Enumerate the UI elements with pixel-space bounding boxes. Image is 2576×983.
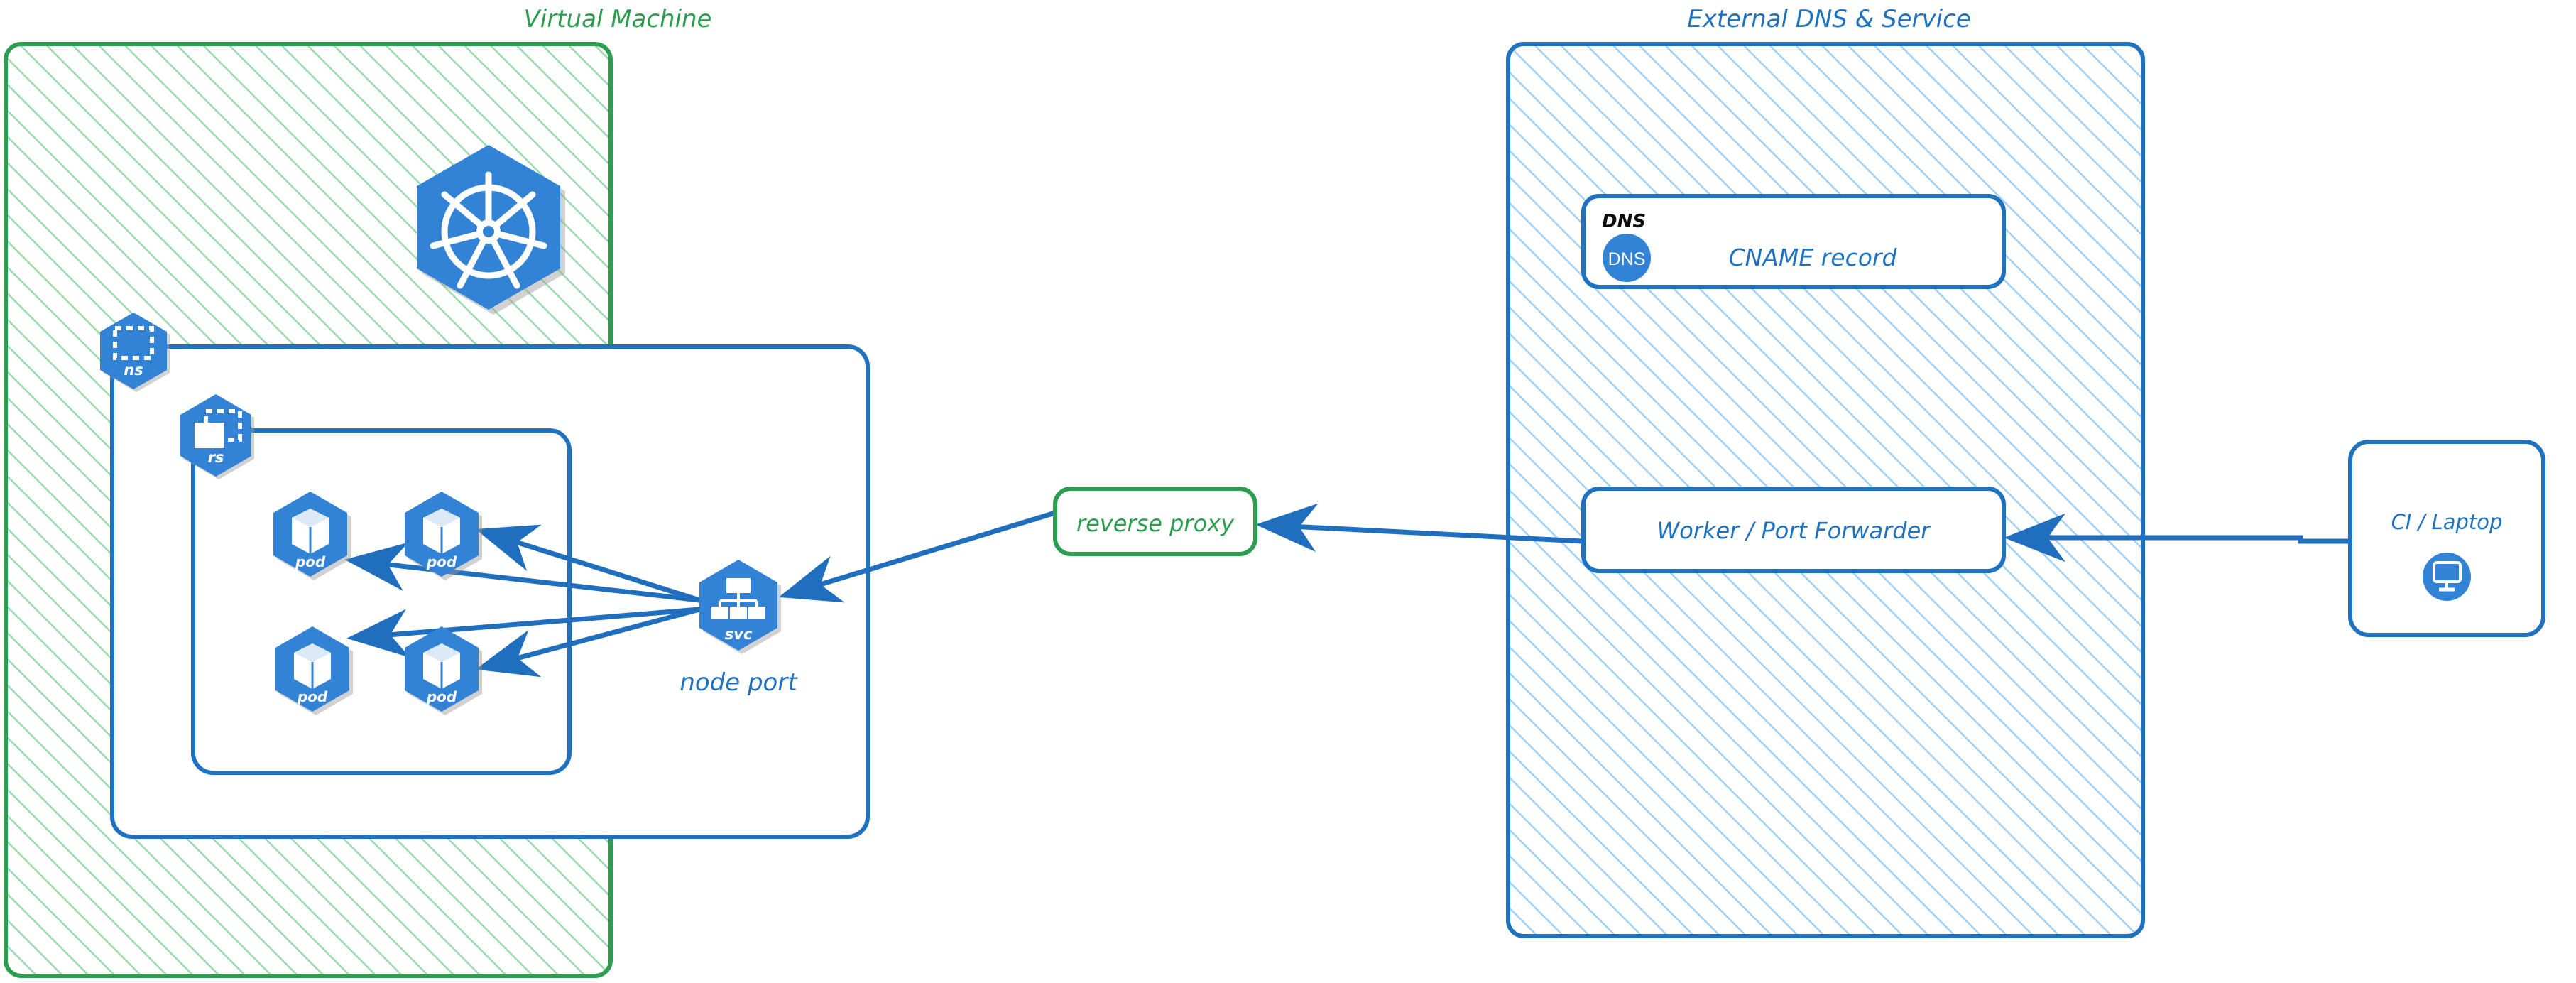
group-title-virtual-machine: Virtual Machine: [524, 5, 712, 33]
group-external-dns-service: External DNS & Service: [1506, 5, 2145, 938]
ci-laptop-label: CI / Laptop: [2391, 510, 2503, 534]
replicaset-icon: rs: [180, 394, 254, 479]
dns-icon-label: DNS: [1608, 249, 1646, 269]
dns-corner-label: DNS: [1602, 211, 1646, 232]
kubernetes-wheel-icon: [417, 145, 565, 315]
pod-cube-icon: [423, 509, 460, 554]
replicaset-container: [191, 428, 572, 775]
ci-laptop-box-shape[interactable]: [2348, 440, 2545, 637]
pod-label-3: pod: [297, 688, 328, 705]
service-badge-label: svc: [725, 626, 753, 643]
group-title-external-dns-service: External DNS & Service: [1687, 5, 1970, 33]
worker-port-forwarder-box[interactable]: Worker / Port Forwarder: [1581, 487, 2006, 573]
pod-label-4: pod: [426, 688, 457, 705]
arrow-svc-to-pod-3: [346, 607, 700, 658]
service-node: svc: [699, 560, 781, 654]
worker-port-forwarder-label: Worker / Port Forwarder: [1657, 517, 1932, 544]
arrow-ci-laptop-to-worker: [2004, 513, 2350, 563]
arrow-worker-to-reverse-proxy: [1255, 503, 1583, 553]
arrow-svc-to-pod-1: [344, 542, 700, 603]
desktop-monitor-icon: [2423, 553, 2471, 601]
dns-record-box-shape[interactable]: [1581, 194, 2006, 289]
pod-node-1: pod: [273, 492, 351, 580]
replicaset-badge-label: rs: [208, 449, 224, 466]
pod-node-4: pod: [405, 626, 482, 715]
arrow-svc-to-pod-4: [475, 607, 700, 678]
pod-node-3: pod: [275, 626, 353, 715]
pod-cube-icon: [292, 509, 329, 554]
pod-label-2: pod: [426, 553, 457, 570]
namespace-icon: ns: [100, 313, 170, 392]
reverse-proxy-label: reverse proxy: [1076, 510, 1235, 537]
worker-port-forwarder-box-shape[interactable]: [1581, 487, 2006, 573]
cname-record-label: CNAME record: [1729, 244, 1898, 271]
pod-cube-icon: [423, 643, 460, 689]
pod-label-1: pod: [295, 553, 326, 570]
dns-record-box[interactable]: DNS DNS CNAME record: [1581, 194, 2006, 289]
service-to-pods-arrows: [344, 524, 701, 678]
reverse-proxy-box-shape[interactable]: [1053, 487, 1257, 556]
arrow-reverse-proxy-to-service: [778, 510, 1057, 603]
reverse-proxy-box[interactable]: reverse proxy: [1053, 487, 1257, 556]
ci-laptop-box[interactable]: CI / Laptop: [2348, 440, 2545, 637]
node-port-label: node port: [680, 668, 798, 697]
namespace-badge-label: ns: [124, 362, 143, 379]
service-tree-icon: [711, 578, 765, 619]
pod-node-2: pod: [405, 492, 482, 580]
pod-cube-icon: [294, 643, 331, 689]
dns-circle-icon: DNS: [1603, 234, 1651, 282]
arrow-svc-to-pod-2: [475, 524, 701, 603]
